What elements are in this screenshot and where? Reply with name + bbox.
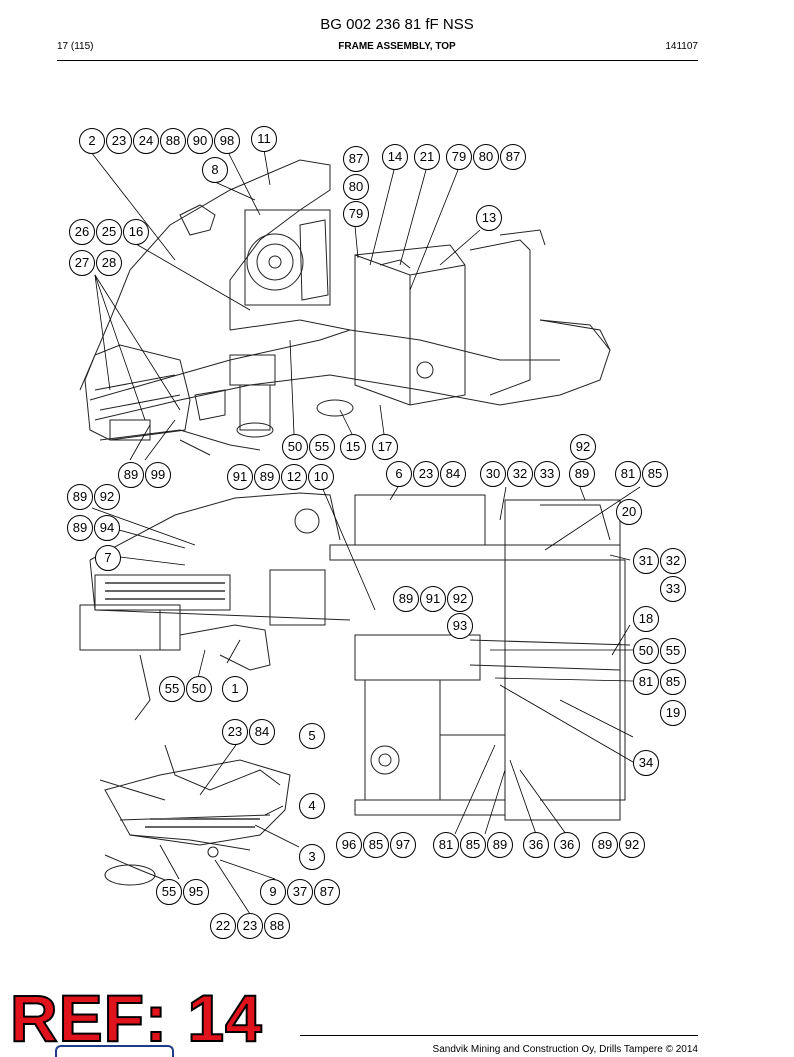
callout-95: 95 <box>183 879 209 905</box>
callout-32: 32 <box>507 461 533 487</box>
callout-17: 17 <box>372 434 398 460</box>
callout-93: 93 <box>447 613 473 639</box>
footer-copyright: Sandvik Mining and Construction Oy, Dril… <box>432 1044 698 1055</box>
callout-37: 37 <box>287 879 313 905</box>
callout-10: 10 <box>308 464 334 490</box>
callout-26: 26 <box>69 219 95 245</box>
callout-55: 55 <box>159 676 185 702</box>
callout-91: 91 <box>227 464 253 490</box>
callout-97: 97 <box>390 832 416 858</box>
callout-18: 18 <box>633 606 659 632</box>
callout-20: 20 <box>616 499 642 525</box>
callout-89: 89 <box>393 586 419 612</box>
callout-89: 89 <box>487 832 513 858</box>
callout-50: 50 <box>282 434 308 460</box>
callout-84: 84 <box>249 719 275 745</box>
callout-36: 36 <box>523 832 549 858</box>
callout-79: 79 <box>446 144 472 170</box>
callout-89: 89 <box>569 461 595 487</box>
callout-91: 91 <box>420 586 446 612</box>
callout-30: 30 <box>480 461 506 487</box>
header-rule <box>57 60 698 61</box>
callout-1: 1 <box>222 676 248 702</box>
callout-85: 85 <box>460 832 486 858</box>
callout-55: 55 <box>309 434 335 460</box>
section-title: FRAME ASSEMBLY, TOP <box>338 41 456 52</box>
callout-6: 6 <box>386 461 412 487</box>
callout-89: 89 <box>254 464 280 490</box>
callout-50: 50 <box>633 638 659 664</box>
callout-90: 90 <box>187 128 213 154</box>
callout-24: 24 <box>133 128 159 154</box>
callout-19: 19 <box>660 700 686 726</box>
callout-5: 5 <box>299 723 325 749</box>
callout-81: 81 <box>615 461 641 487</box>
callout-88: 88 <box>160 128 186 154</box>
callout-87: 87 <box>500 144 526 170</box>
callout-87: 87 <box>343 146 369 172</box>
callout-23: 23 <box>413 461 439 487</box>
callout-98: 98 <box>214 128 240 154</box>
callout-7: 7 <box>95 545 121 571</box>
callout-16: 16 <box>123 219 149 245</box>
callout-88: 88 <box>264 913 290 939</box>
callout-21: 21 <box>414 144 440 170</box>
callout-25: 25 <box>96 219 122 245</box>
callout-81: 81 <box>633 669 659 695</box>
callout-4: 4 <box>299 793 325 819</box>
callout-23: 23 <box>222 719 248 745</box>
callout-50: 50 <box>186 676 212 702</box>
callout-89: 89 <box>118 462 144 488</box>
callout-80: 80 <box>343 174 369 200</box>
callout-36: 36 <box>554 832 580 858</box>
callout-15: 15 <box>340 434 366 460</box>
callout-89: 89 <box>592 832 618 858</box>
callout-8: 8 <box>202 157 228 183</box>
callout-85: 85 <box>642 461 668 487</box>
callout-89: 89 <box>67 515 93 541</box>
callout-31: 31 <box>633 548 659 574</box>
callout-22: 22 <box>210 913 236 939</box>
callout-92: 92 <box>447 586 473 612</box>
callout-94: 94 <box>94 515 120 541</box>
page-reference: 17 (115) <box>57 41 94 52</box>
footer-rule <box>300 1035 698 1036</box>
callout-87: 87 <box>314 879 340 905</box>
callout-2: 2 <box>79 128 105 154</box>
callout-13: 13 <box>476 205 502 231</box>
callout-80: 80 <box>473 144 499 170</box>
callout-11: 11 <box>251 126 277 152</box>
callout-23: 23 <box>237 913 263 939</box>
callout-55: 55 <box>156 879 182 905</box>
callout-96: 96 <box>336 832 362 858</box>
callout-79: 79 <box>343 201 369 227</box>
callout-9: 9 <box>260 879 286 905</box>
callout-92: 92 <box>619 832 645 858</box>
callout-99: 99 <box>145 462 171 488</box>
callout-28: 28 <box>96 250 122 276</box>
callout-92: 92 <box>94 484 120 510</box>
callout-33: 33 <box>660 576 686 602</box>
company-logo-icon <box>55 1045 174 1057</box>
callout-84: 84 <box>440 461 466 487</box>
callout-14: 14 <box>382 144 408 170</box>
callout-23: 23 <box>106 128 132 154</box>
callout-34: 34 <box>633 750 659 776</box>
callout-3: 3 <box>299 844 325 870</box>
callout-85: 85 <box>363 832 389 858</box>
callout-32: 32 <box>660 548 686 574</box>
callout-55: 55 <box>660 638 686 664</box>
callout-81: 81 <box>433 832 459 858</box>
date-code: 141107 <box>665 41 698 52</box>
callout-27: 27 <box>69 250 95 276</box>
callout-33: 33 <box>534 461 560 487</box>
callout-12: 12 <box>281 464 307 490</box>
callout-89: 89 <box>67 484 93 510</box>
reference-stamp: REF: 14 <box>9 981 263 1055</box>
callout-85: 85 <box>660 669 686 695</box>
doc-title: BG 002 236 81 fF NSS <box>320 16 474 33</box>
callout-92: 92 <box>570 434 596 460</box>
